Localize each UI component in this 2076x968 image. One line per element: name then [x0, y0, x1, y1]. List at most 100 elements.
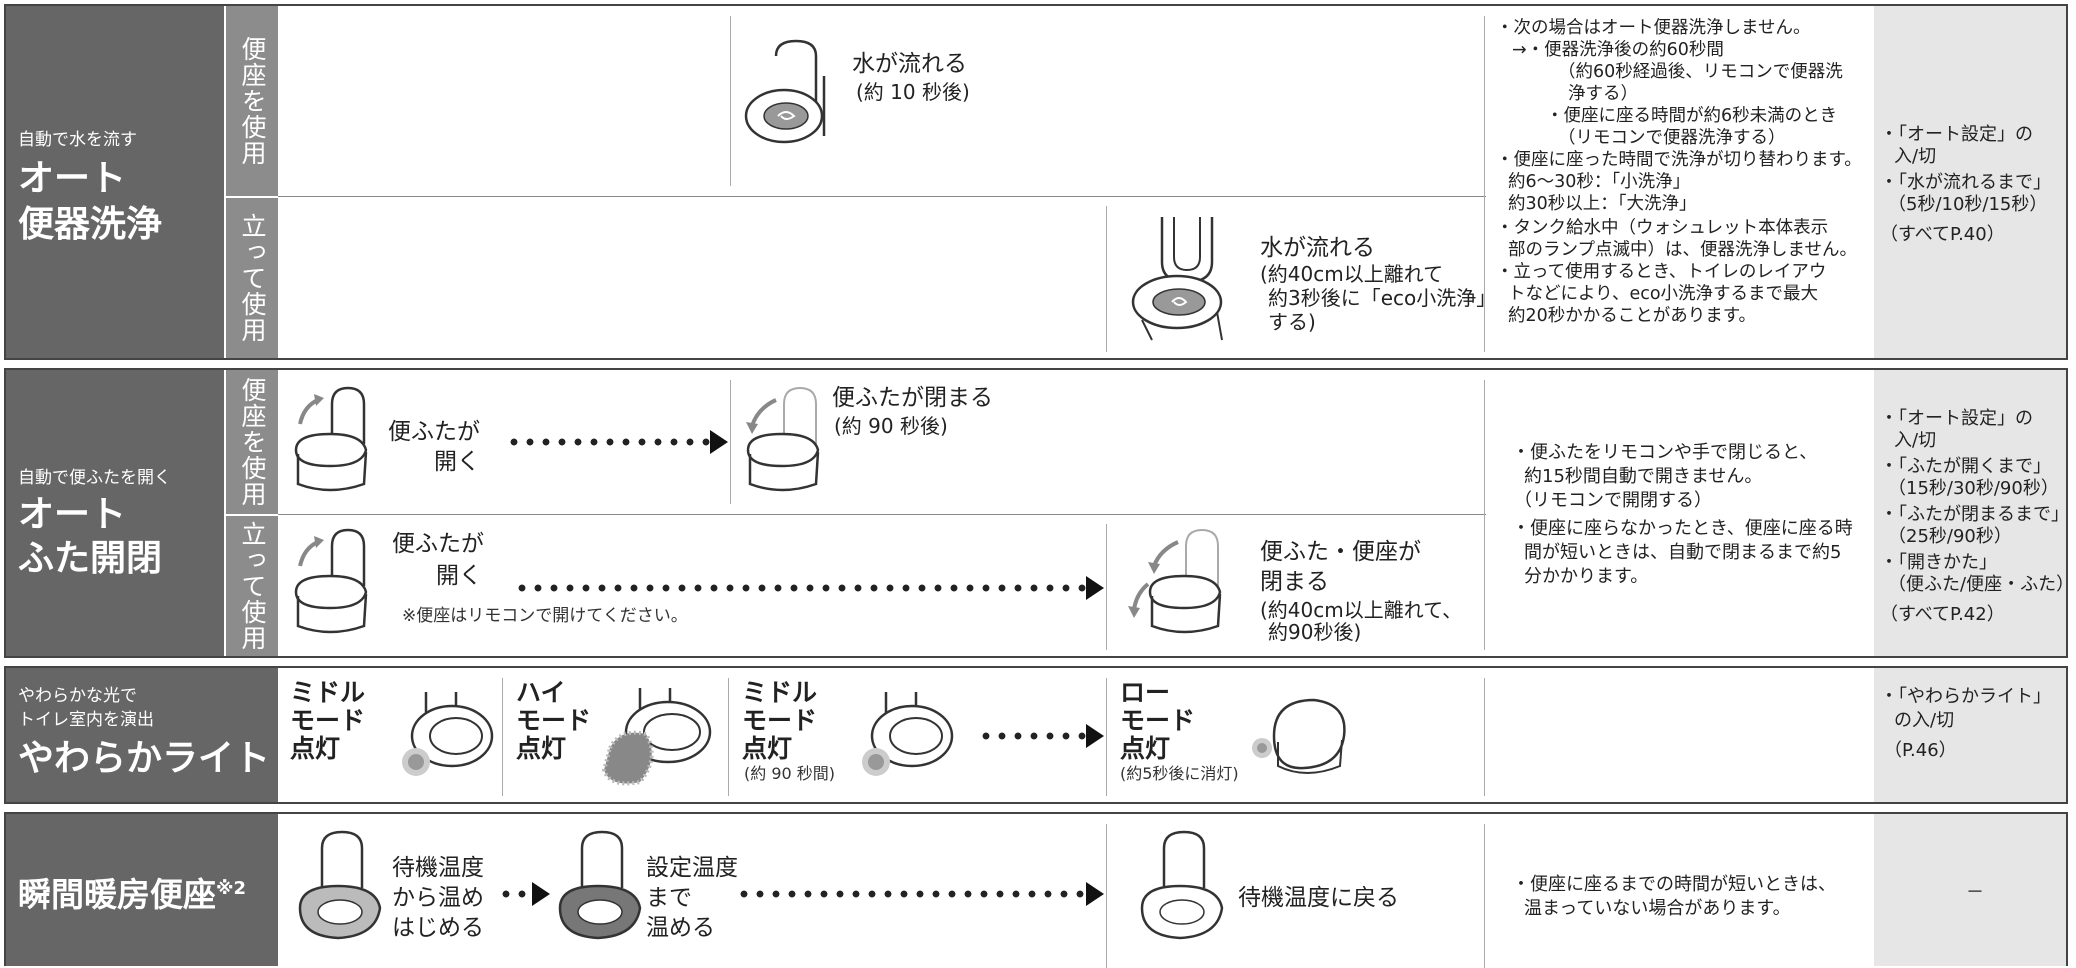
stand-flush-note: する): [1268, 310, 1316, 334]
section-auto-lid: 自動で便ふたを開く オート ふた開閉 便座を使用 立って使用 便ふたが 開く 便…: [4, 368, 2074, 658]
ref-line: ・「ふたが閉まるまで」: [1880, 504, 2069, 525]
step-text: 設定温度: [646, 855, 738, 881]
ref-line: （5秒/10秒/15秒）: [1888, 194, 2048, 215]
toilet-light-icon: [601, 688, 712, 786]
stand-open-text: 便ふたが: [392, 531, 484, 557]
timeline-dots: [736, 890, 1088, 898]
col-divider: [1484, 678, 1485, 796]
stand-close-note: (約40cm以上離れて、: [1260, 598, 1463, 622]
reference-column: ・「オート設定」の 入/切 ・「ふたが開くまで」 （15秒/30秒/90秒） ・…: [1874, 370, 2074, 656]
ref-line: （すべてP.40）: [1880, 224, 2005, 245]
step-text: 待機温度: [392, 855, 484, 881]
mode-label: ハイ: [516, 678, 566, 707]
note-line: （リモコンで開閉する）: [1514, 490, 1712, 511]
label-caption: 自動で水を流す: [18, 130, 137, 150]
timeline-dots: [506, 438, 714, 446]
col-divider: [1106, 524, 1107, 650]
stand-close-note: 約90秒後): [1268, 620, 1362, 644]
stand-open-note: ※便座はリモコンで開けてください。: [402, 606, 688, 626]
toilet-flush-icon: [744, 39, 826, 144]
label-title: 瞬間暖房便座※2: [18, 875, 247, 914]
mode-label: ミドル: [742, 678, 818, 707]
ref-line: ・「開きかた」: [1880, 552, 1997, 573]
col-divider: [1484, 16, 1485, 352]
toilet-light-icon: [1252, 698, 1346, 774]
ref-line: の入/切: [1894, 710, 1955, 731]
sit-close-time: (約 90 秒後): [834, 414, 948, 438]
sub-label-sit: 便座を使用: [226, 370, 278, 514]
mode-note: (約 90 秒間): [744, 764, 836, 783]
col-divider: [1106, 678, 1107, 796]
note-line: ・便座に座るまでの時間が短いときは、: [1512, 874, 1836, 895]
sit-open-text: 開く: [434, 449, 480, 475]
section-instant-heated-seat: 瞬間暖房便座※2 待機温度 から温め はじめる 設定温度 まで 温める 待機温度…: [4, 812, 2068, 968]
label-title-1: オート: [18, 494, 127, 535]
reference-column: ・「オート設定」の 入/切 ・「水が流れるまで」 （5秒/10秒/15秒） （す…: [1874, 6, 2066, 358]
ref-line: ・「水が流れるまで」: [1880, 172, 2051, 193]
reference-column: ・「やわらかライト」 の入/切 （P.46）: [1874, 668, 2066, 802]
step-text: 待機温度に戻る: [1238, 885, 1399, 911]
arrow-right-icon: [1086, 882, 1104, 906]
section-soft-light: やわらかな光で トイレ室内を演出 やわらかライト ミドル モード 点灯 ハイ モ…: [4, 666, 2068, 804]
note-line: ・便座に座らなかったとき、便座に座る時: [1512, 518, 1853, 539]
divider: [226, 514, 278, 516]
note-line: 浄する）: [1568, 84, 1638, 104]
mode-label: モード: [290, 706, 366, 735]
step-text: から温め: [392, 885, 484, 911]
section-label: やわらかな光で トイレ室内を演出 やわらかライト: [6, 668, 278, 802]
divider: [226, 196, 278, 198]
arrow-right-icon: [1086, 724, 1104, 748]
step-text: はじめる: [392, 915, 484, 941]
ref-line: ・「ふたが開くまで」: [1880, 456, 2051, 477]
timeline-dots: [514, 584, 1088, 592]
sit-open-text: 便ふたが: [388, 419, 480, 445]
sub-label-stand: 立って使用: [226, 516, 278, 656]
mode-label: 点灯: [1120, 734, 1171, 763]
row-divider: [278, 196, 1486, 197]
mode-label: モード: [1120, 706, 1196, 735]
reference-column: －: [1874, 814, 2066, 966]
timeline-dots: [978, 732, 1088, 740]
mode-label: 点灯: [290, 734, 341, 763]
ref-line: （25秒/90秒）: [1888, 526, 2012, 547]
note-line: ・立って使用するとき、トイレのレイアウ: [1496, 262, 1827, 282]
col-divider: [1484, 380, 1485, 650]
heated-seat-icon: [298, 830, 382, 940]
sub-label-sit: 便座を使用: [226, 6, 278, 196]
mode-note: (約5秒後に消灯): [1120, 764, 1239, 783]
stand-open-text: 開く: [436, 563, 482, 589]
stand-close-text: 便ふた・便座が: [1260, 539, 1421, 565]
label-caption: やわらかな光で: [18, 686, 137, 706]
mode-label: ミドル: [290, 678, 366, 707]
toilet-lid-open-icon: [294, 528, 368, 634]
note-line: （リモコンで便器洗浄する）: [1558, 128, 1786, 148]
mode-label: 点灯: [742, 734, 793, 763]
ref-line: ・「やわらかライト」: [1880, 686, 2051, 707]
ref-line: （便ふた/便座・ふた）: [1888, 574, 2075, 595]
section-label: 瞬間暖房便座※2: [6, 814, 278, 966]
note-line: 温まっていない場合があります。: [1524, 898, 1791, 919]
sit-flush-text: 水が流れる: [852, 51, 967, 77]
sit-close-text: 便ふたが閉まる: [832, 385, 993, 411]
stand-flush-text: 水が流れる: [1260, 235, 1375, 261]
ref-line: 入/切: [1894, 430, 1937, 451]
ref-line: －: [1966, 882, 1984, 903]
heated-seat-icon: [558, 830, 642, 940]
toilet-light-icon: [402, 692, 494, 776]
col-divider: [728, 678, 729, 796]
label-title: やわらかライト: [18, 738, 271, 779]
note-line: 約15秒間自動で開きません。: [1524, 466, 1763, 487]
note-line: 部のランプ点滅中）は、便器洗浄しません。: [1508, 240, 1857, 260]
arrow-right-icon: [710, 430, 728, 454]
toilet-lid-open-icon: [294, 386, 368, 492]
note-line: 分かかります。: [1524, 566, 1649, 587]
ref-line: （15秒/30秒/90秒）: [1888, 478, 2059, 499]
stand-flush-note: (約40cm以上離れて: [1260, 262, 1444, 286]
col-divider: [1106, 206, 1107, 352]
note-line: ・便座に座る時間が約6秒未満のとき: [1546, 106, 1838, 126]
stand-close-text: 閉まる: [1260, 569, 1329, 595]
stand-flush-note: 約3秒後に「eco小洗浄」: [1268, 286, 1497, 310]
label-title-2: ふた開閉: [18, 538, 163, 579]
step-text: まで: [646, 885, 692, 911]
toilet-light-icon: [862, 692, 954, 776]
